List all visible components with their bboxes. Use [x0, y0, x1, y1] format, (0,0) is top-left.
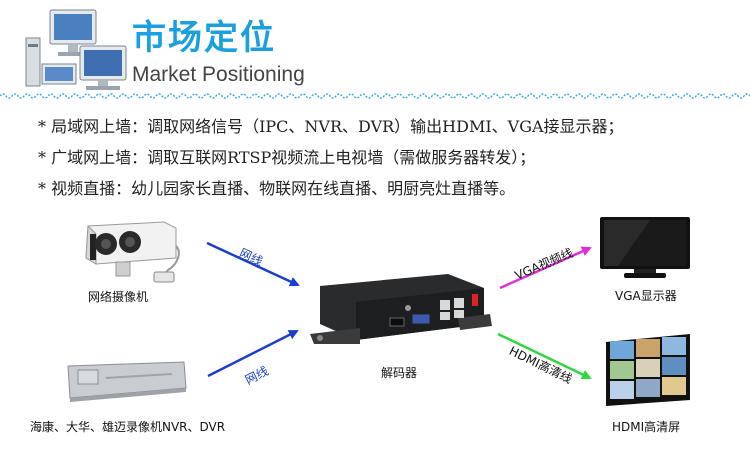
page-subtitle: Market Positioning	[132, 63, 305, 86]
node-label-decoder: 解码器	[381, 366, 418, 380]
ip-camera-image	[85, 221, 180, 283]
vga-monitor-image	[600, 217, 690, 278]
computer-icon	[25, 9, 127, 90]
arrow-decoder-to-hdmi	[497, 332, 592, 380]
video-wall-tile	[610, 381, 634, 399]
arrow-ipc-to-decoder	[206, 241, 300, 287]
video-wall-tile	[610, 361, 634, 379]
node-label-ipc: 网络摄像机	[88, 290, 149, 304]
page-title: 市场定位	[132, 18, 276, 58]
arrow-nvr-to-decoder	[207, 329, 299, 378]
node-label-vga: VGA显示器	[615, 289, 677, 303]
decoder-device-image	[310, 274, 492, 344]
node-label-nvr: 海康、大华、雄迈录像机NVR、DVR	[30, 420, 226, 434]
video-wall-tile	[636, 339, 660, 357]
video-wall-tile	[662, 377, 686, 395]
bullet-item-wan: * 广域网上墙：调取互联网RTSP视频流上电视墙（需做服务器转发）；	[38, 148, 536, 167]
hdmi-video-wall-image	[606, 334, 690, 406]
video-wall-tile	[610, 341, 634, 359]
nvr-recorder-image	[67, 361, 187, 402]
bullet-item-lan: * 局域网上墙：调取网络信号（IPC、NVR、DVR）输出HDMI、VGA接显示…	[38, 117, 624, 136]
node-label-hdmi: HDMI高清屏	[612, 420, 681, 434]
video-wall-tile	[636, 379, 660, 397]
video-wall-tile	[662, 357, 686, 375]
wavy-divider	[0, 93, 750, 99]
bullet-item-live: * 视频直播：幼儿园家长直播、物联网在线直播、明厨亮灶直播等。	[38, 179, 516, 198]
arrow-decoder-to-vga	[499, 246, 592, 290]
video-wall-tile	[662, 337, 686, 355]
video-wall-tile	[636, 359, 660, 377]
